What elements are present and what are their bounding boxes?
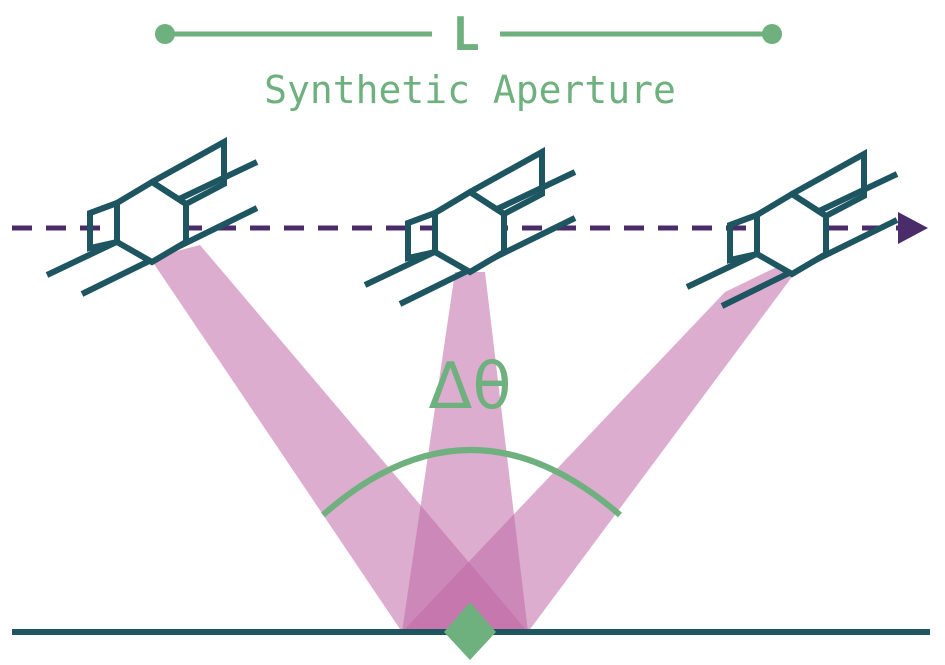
angle-arc — [321, 447, 622, 518]
angle-label: Δθ — [429, 350, 512, 424]
aperture-endpoint-right — [762, 24, 782, 44]
radar-beams — [150, 245, 812, 632]
arrowhead-icon — [898, 212, 928, 244]
aperture-caption: Synthetic Aperture — [264, 68, 676, 112]
aperture-length-label: L — [452, 7, 480, 61]
aperture-length-bar: L — [155, 7, 782, 61]
diamond-icon — [444, 602, 496, 660]
aperture-endpoint-left — [155, 24, 175, 44]
beam-right — [402, 250, 812, 632]
satellite-icon — [47, 142, 257, 294]
